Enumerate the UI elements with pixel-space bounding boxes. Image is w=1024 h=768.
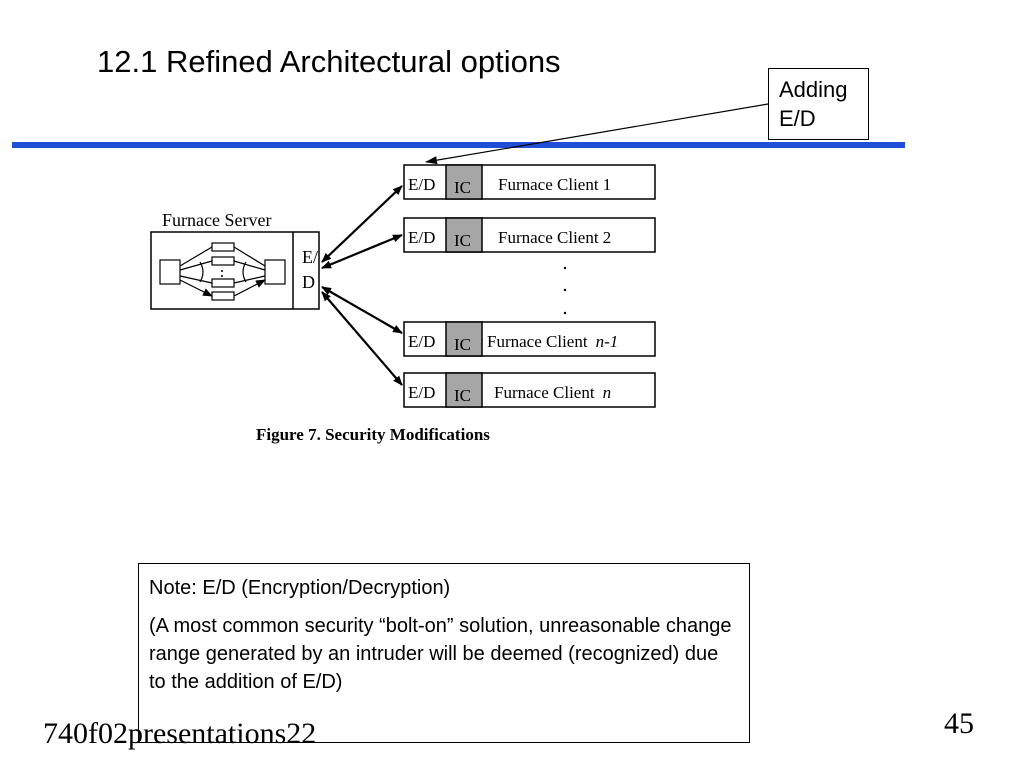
server-dots	[221, 270, 223, 277]
client-ic-label: IC	[454, 386, 471, 405]
page-number: 45	[944, 707, 974, 740]
callout-pointer	[425, 103, 769, 165]
client-ed-label: E/D	[408, 332, 435, 351]
client-row: E/D IC Furnace Client 1	[403, 164, 656, 200]
ellipsis-dots	[563, 266, 567, 315]
arrow-client-2	[321, 233, 403, 270]
arrow-client-n-1	[321, 286, 403, 334]
server-internal-structure	[159, 242, 286, 300]
server-ed-label-line2: D	[302, 272, 315, 292]
client-ic-label: IC	[454, 178, 471, 197]
figure-caption: Figure 7. Security Modifications	[256, 425, 490, 444]
server-ed-label-line1: E/	[302, 247, 318, 267]
connection-arrows	[321, 185, 403, 386]
slide-title: 12.1 Refined Architectural options	[97, 44, 561, 79]
client-ed-label: E/D	[408, 228, 435, 247]
client-name: Furnace Client 2	[498, 228, 611, 247]
arrow-client-n	[321, 291, 403, 386]
note-line2: (A most common security “bolt-on” soluti…	[149, 615, 732, 693]
client-ic-label: IC	[454, 231, 471, 250]
client-name: Furnace Client 1	[498, 175, 611, 194]
note-box: Note: E/D (Encryption/Decryption) (A mos…	[138, 563, 750, 743]
adding-ed-callout: Adding E/D	[768, 68, 869, 140]
callout-line2: E/D	[779, 106, 816, 131]
footer-left: 740f02presentations22	[43, 717, 317, 750]
client-ic-label: IC	[454, 335, 471, 354]
client-ed-label: E/D	[408, 175, 435, 194]
server-label: Furnace Server	[162, 210, 271, 230]
callout-line1: Adding	[779, 77, 848, 102]
client-ed-label: E/D	[408, 383, 435, 402]
note-line1: Note: E/D (Encryption/Decryption)	[149, 577, 451, 599]
title-divider	[12, 142, 905, 148]
client-row: E/D IC Furnace Client 2	[403, 217, 656, 253]
